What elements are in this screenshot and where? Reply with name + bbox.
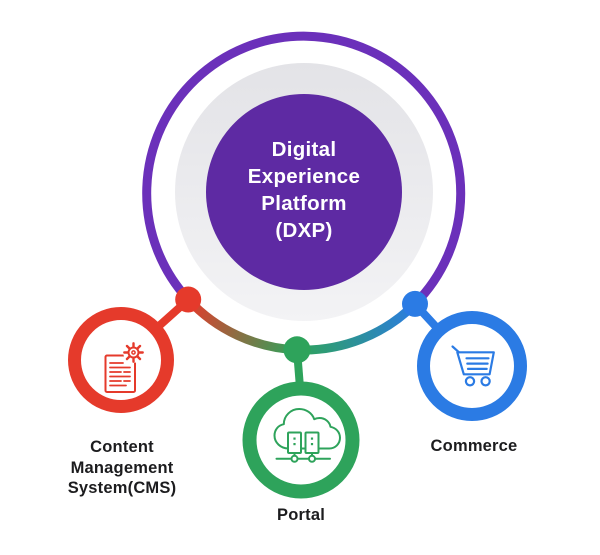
node-label-line: Management [70,458,174,477]
cloud-servers-icon [273,408,341,463]
hub-outer-ring [142,31,466,308]
ring-arc-red-green [184,296,298,355]
shopping-cart-icon [451,345,495,387]
node-label-line: Content [90,438,154,456]
node-label-cms: Content Management System(CMS) [31,437,213,499]
hub-label-line: Experience [247,165,361,188]
node-label-commerce: Commerce [394,436,554,457]
node-label-portal: Portal [221,505,381,526]
hub-label-line: Platform [261,192,347,215]
junction-dot-portal [283,336,311,364]
hub-label: Digital Experience Platform (DXP) [154,136,454,244]
hub-label-line: (DXP) [275,219,333,242]
node-label-line: Commerce [430,437,518,455]
ring-arc-green-blue [296,300,419,355]
node-label-line: System(CMS) [67,479,177,497]
node-label-line: Portal [277,506,325,524]
junction-dot-commerce [402,290,428,317]
hub-label-line: Digital [271,138,337,161]
document-gear-icon [104,342,144,393]
junction-dot-cms [175,286,202,313]
hub-core-circle [206,94,402,290]
node-circle-cms [68,307,174,413]
node-circle-commerce [417,311,527,421]
